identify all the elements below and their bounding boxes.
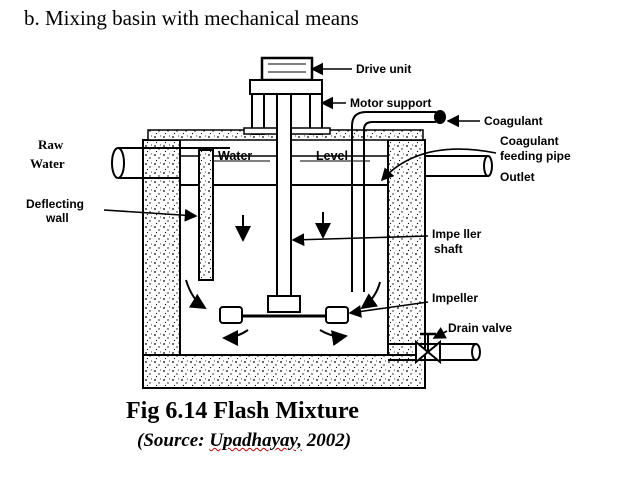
source-prefix: (Source:	[137, 430, 210, 451]
impeller	[219, 306, 349, 324]
label-deflecting-wall-line2: wall	[45, 211, 69, 225]
figure-source: (Source: Upadhayay, 2002)	[137, 430, 351, 452]
label-impeller: Impeller	[432, 291, 478, 305]
source-suffix: 2002)	[302, 430, 352, 451]
inlet-pipe	[111, 147, 230, 179]
deflecting-wall	[198, 149, 214, 281]
label-motor-support: Motor support	[350, 96, 431, 110]
label-water-level: Water	[218, 149, 252, 163]
flow-arrows	[185, 212, 381, 347]
label-raw-water: Raw	[38, 137, 64, 152]
label-impeller-shaft-line2: shaft	[434, 242, 463, 256]
slide-heading: b. Mixing basin with mechanical means	[24, 6, 359, 30]
coagulant-feeding-pipe	[351, 110, 446, 292]
label-coagulant: Coagulant	[484, 114, 543, 128]
figure-caption: Fig 6.14 Flash Mixture	[126, 398, 359, 424]
label-coagulant-feeding-pipe: Coagulant	[500, 134, 559, 148]
leader-lines	[103, 62, 497, 339]
label-deflecting-wall: Deflecting	[26, 197, 84, 211]
impeller-shaft	[276, 93, 292, 313]
label-coagulant-feeding-pipe-line2: feeding pipe	[500, 149, 571, 163]
drain-valve	[388, 332, 481, 365]
label-impeller-shaft: Impe ller	[432, 227, 482, 241]
label-outlet: Outlet	[500, 170, 535, 184]
label-drain-valve: Drain valve	[448, 321, 512, 335]
drive-unit	[249, 56, 323, 95]
label-raw-water-line2: Water	[30, 156, 65, 171]
source-author: Upadhayay,	[209, 430, 303, 451]
label-water-level-line2: Level	[316, 149, 348, 163]
label-drive-unit: Drive unit	[356, 62, 411, 76]
outlet-pipe	[425, 155, 493, 177]
